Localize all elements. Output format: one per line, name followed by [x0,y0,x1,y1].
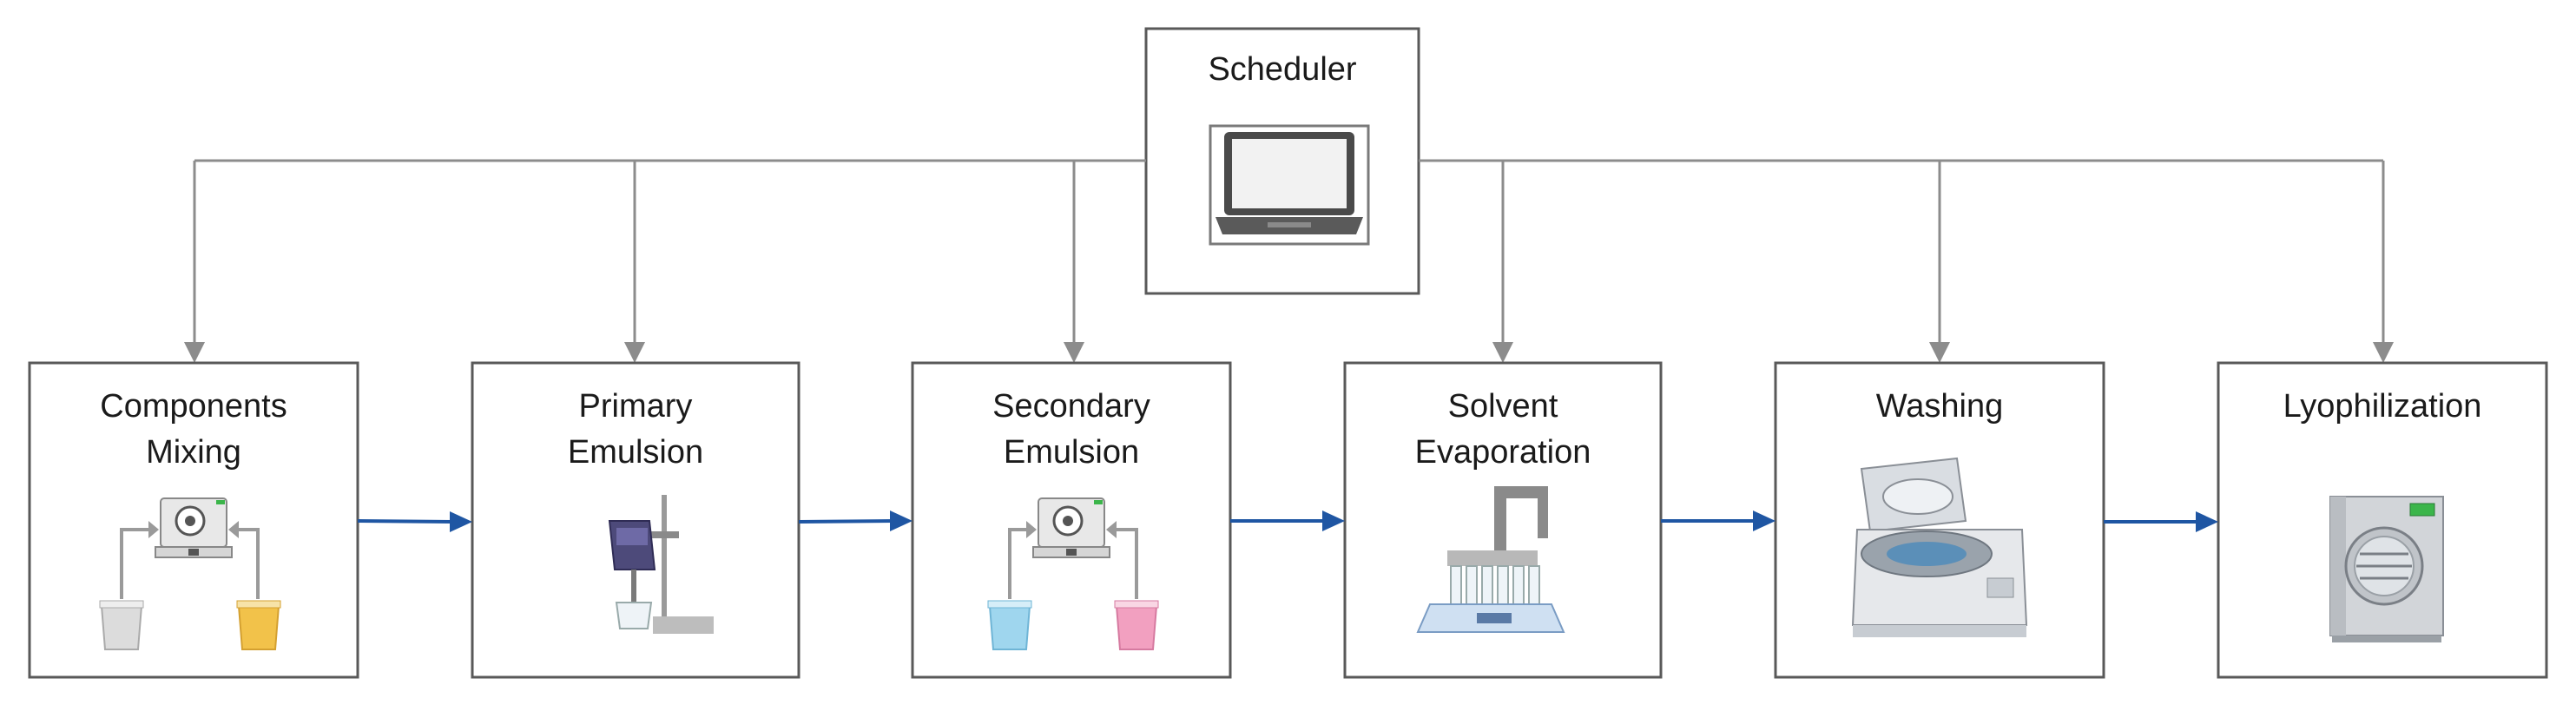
step-components-mixing: Components Mixing [28,361,359,679]
freeze-dryer-icon [2329,496,2444,642]
step-solvent-evaporation: Solvent Evaporation [1343,361,1663,679]
laptop-icon [1209,124,1370,246]
control-arrowhead [1929,342,1950,363]
control-arrowhead [1492,342,1513,363]
flow-arrow [1230,511,1345,531]
flow-arrow [2104,511,2218,532]
step-label-line2: Mixing [146,434,241,471]
step-label-line2: Emulsion [1004,434,1139,471]
control-arrowhead [624,342,645,363]
flow-arrow [1661,511,1776,531]
homogenizer-icon [608,495,714,634]
control-arrowhead [184,342,205,363]
step-label-line1: Secondary [992,388,1150,425]
step-label-line1: Components [100,388,287,425]
mixer-beakers-icon [99,497,281,650]
evaporator-icon [1416,486,1565,633]
flow-arrow [798,511,912,531]
process-flow-arrows [357,511,2218,532]
control-arrows [184,161,2394,363]
step-label-line1: Washing [1876,388,2003,425]
step-label-line1: Primary [579,388,693,425]
step-label-line1: Lyophilization [2283,388,2482,425]
control-arrowhead [2373,342,2394,363]
step-label-line1: Solvent [1448,388,1558,425]
scheduler-label: Scheduler [1208,51,1356,88]
step-label-line2: Evaporation [1415,434,1591,471]
centrifuge-icon [1851,457,2028,637]
step-lyophilization: Lyophilization [2217,361,2548,679]
step-label-line2: Emulsion [568,434,703,471]
scheduler-node: Scheduler [1144,27,1420,295]
mixer-beakers-icon [987,497,1159,650]
flow-arrow [357,511,472,532]
step-washing: Washing [1774,361,2105,679]
step-primary-emulsion: Primary Emulsion [471,361,800,679]
step-secondary-emulsion: Secondary Emulsion [911,361,1232,679]
control-arrowhead [1064,342,1084,363]
